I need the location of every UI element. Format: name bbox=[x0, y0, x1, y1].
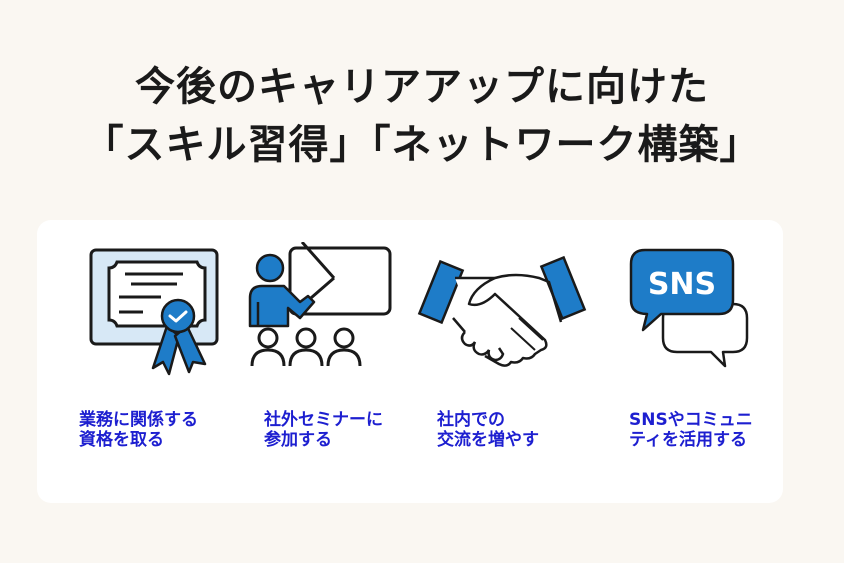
item-label: 業務に関係する 資格を取る bbox=[79, 410, 198, 450]
sns-badge-text: SNS bbox=[648, 267, 716, 302]
page-title: 今後のキャリアアップに向けた 「スキル習得」「ネットワーク構築」 bbox=[0, 58, 844, 174]
actions-card: 業務に関係する 資格を取る 社外セミナーに 参加する bbox=[37, 220, 783, 503]
item-label: 社内での 交流を増やす bbox=[437, 410, 539, 450]
title-line-1: 今後のキャリアアップに向けた bbox=[135, 64, 709, 110]
certificate-ribbon-icon bbox=[89, 248, 219, 376]
presenter-seminar-icon bbox=[248, 242, 392, 367]
item-label: SNSやコミュニ ティを活用する bbox=[629, 410, 753, 450]
item-label: 社外セミナーに 参加する bbox=[264, 410, 383, 450]
item-certification: 業務に関係する 資格を取る bbox=[57, 220, 237, 503]
handshake-icon bbox=[417, 255, 587, 367]
item-sns-community: SNS SNSやコミュニ ティを活用する bbox=[607, 220, 787, 503]
item-seminar: 社外セミナーに 参加する bbox=[242, 220, 422, 503]
item-internal-networking: 社内での 交流を増やす bbox=[415, 220, 595, 503]
title-line-2: 「スキル習得」「ネットワーク構築」 bbox=[83, 122, 761, 168]
sns-chat-bubbles-icon: SNS bbox=[629, 248, 749, 368]
